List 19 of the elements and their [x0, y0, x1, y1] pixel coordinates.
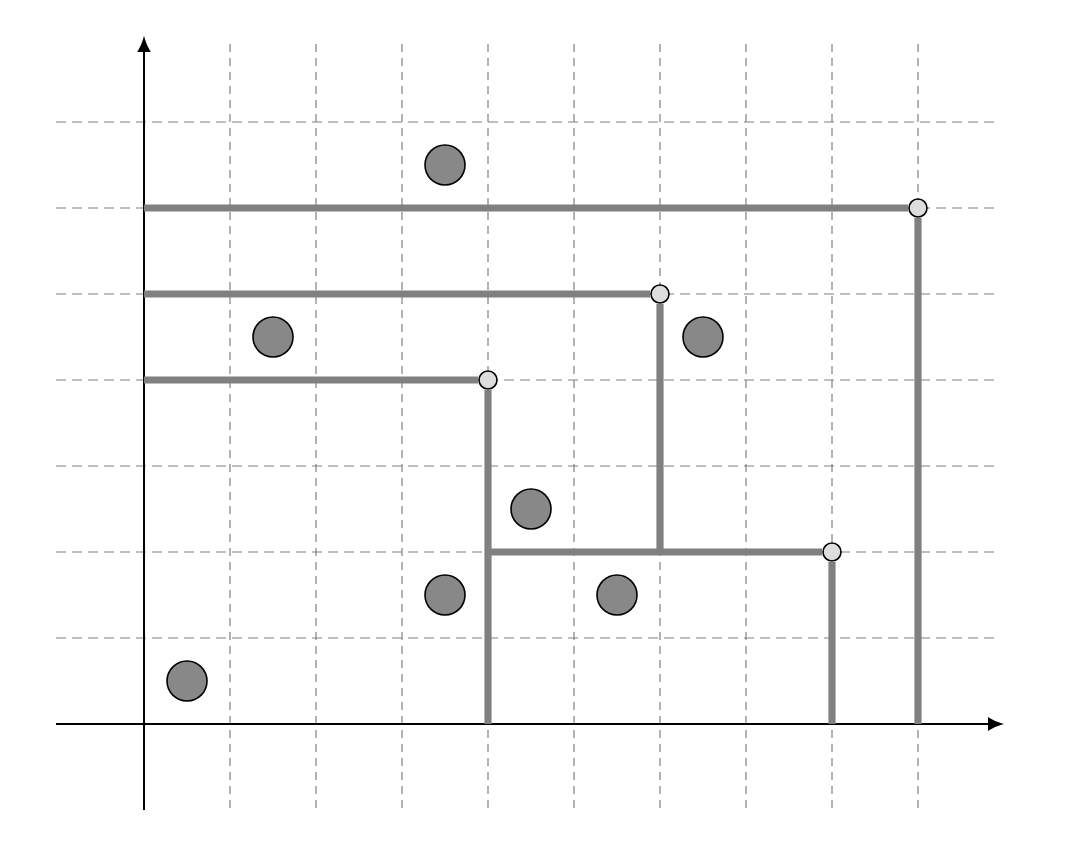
line	[828, 561, 836, 724]
line	[144, 376, 479, 384]
dot	[424, 144, 466, 186]
line	[914, 217, 922, 724]
line	[656, 303, 664, 552]
corner-point	[650, 284, 670, 304]
dot	[682, 316, 724, 358]
dot	[510, 488, 552, 530]
corner-point	[908, 198, 928, 218]
line	[484, 389, 492, 724]
line	[488, 548, 823, 556]
dot	[252, 316, 294, 358]
dot	[166, 660, 208, 702]
corner-point	[822, 542, 842, 562]
line	[144, 204, 909, 212]
dot	[596, 574, 638, 616]
line	[144, 290, 651, 298]
dot	[424, 574, 466, 616]
corner-point	[478, 370, 498, 390]
